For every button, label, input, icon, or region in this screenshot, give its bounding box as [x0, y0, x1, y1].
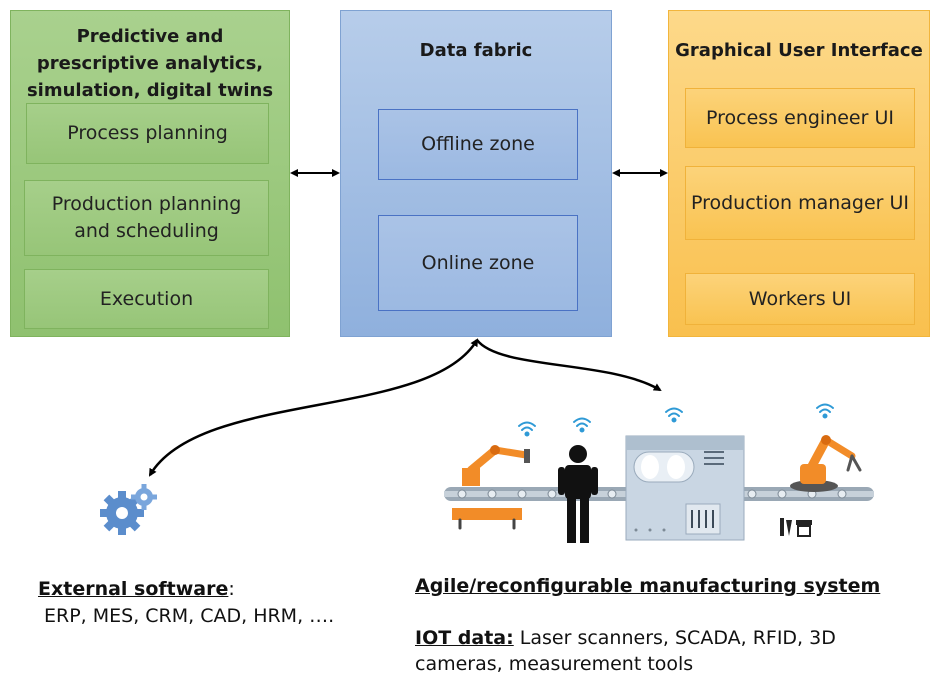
- robot-arm-icon: [790, 435, 862, 492]
- gears-icon: [100, 484, 157, 535]
- iot-data-label: IOT data:: [415, 627, 514, 649]
- production-planning-box: Production planning and scheduling: [24, 180, 269, 256]
- iot-data-text: Laser scanners, SCADA, RFID, 3D: [513, 627, 836, 649]
- tools-icon: [780, 518, 812, 537]
- robot-arm-icon: [452, 445, 530, 530]
- analytics-title: Predictive and prescriptive analytics, s…: [26, 26, 274, 101]
- machine-icon: [625, 435, 745, 541]
- external-software-colon: :: [228, 578, 235, 600]
- manufacturing-heading-text: Agile/reconfigurable manufacturing syste…: [415, 575, 881, 597]
- external-software-list: ERP, MES, CRM, CAD, HRM, ….: [44, 605, 335, 627]
- external-software-label: External software: [38, 578, 229, 600]
- analytics-panel: Predictive and prescriptive analytics, s…: [10, 10, 290, 337]
- data-fabric-title: Data fabric: [419, 40, 533, 61]
- online-zone-box: Online zone: [378, 215, 578, 311]
- worker-icon: [558, 445, 598, 543]
- process-engineer-ui-box: Process engineer UI: [685, 88, 915, 148]
- execution-box: Execution: [24, 269, 269, 329]
- fabric-to-manufacturing-arrow: [476, 339, 662, 392]
- production-manager-ui-box: Production manager UI: [685, 166, 915, 240]
- gui-panel: Graphical User Interface Process enginee…: [668, 10, 930, 337]
- gui-title: Graphical User Interface: [675, 40, 923, 61]
- process-planning-box: Process planning: [26, 103, 269, 164]
- workers-ui-box: Workers UI: [685, 273, 915, 325]
- data-fabric-panel: Data fabric Offline zone Online zone: [340, 10, 612, 337]
- fabric-to-software-arrow: [148, 338, 479, 477]
- iot-data-line-1: IOT data: Laser scanners, SCADA, RFID, 3…: [415, 626, 836, 651]
- iot-data-line-2: cameras, measurement tools: [415, 653, 694, 675]
- manufacturing-heading: Agile/reconfigurable manufacturing syste…: [415, 574, 880, 599]
- external-software-heading: External software:: [38, 577, 235, 602]
- offline-zone-box: Offline zone: [378, 109, 578, 180]
- wifi-icon: [518, 403, 834, 437]
